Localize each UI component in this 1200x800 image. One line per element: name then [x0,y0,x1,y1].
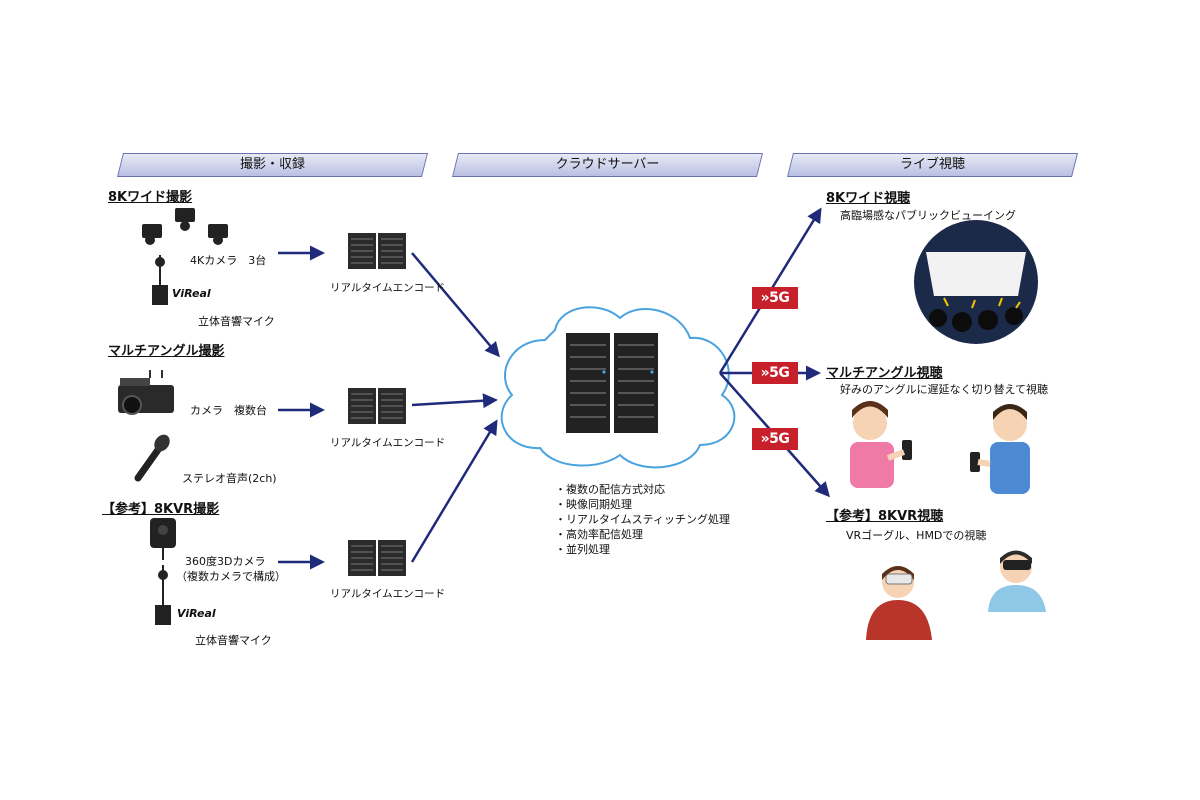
broadcast-camera-icon [118,370,174,415]
heading-8kvr-viewing: 【参考】8KVR視聴 [826,509,944,524]
spatial-mic-icon [155,565,171,625]
encoder-label: リアルタイムエンコード [330,588,446,600]
distribution-arrows [718,207,830,498]
camera-360-icon [150,518,176,560]
label-360-camera: 360度3Dカメラ [185,555,266,568]
mic-brand-logo: ViReal [177,607,216,620]
section-banner-capture: 撮影・収録 [117,153,428,177]
heading-multi-angle-viewing: マルチアングル視聴 [826,366,943,381]
cloud-feature-list: ・複数の配信方式対応 ・映像同期処理 ・リアルタイムスティッチング処理 ・高効率… [555,482,730,557]
man-smartphone-illustration [970,404,1030,494]
cloud-feature-item: ・リアルタイムスティッチング処理 [555,513,731,526]
cloud-feature-item: ・複数の配信方式対応 [555,483,665,496]
woman-vr-illustration [866,566,932,640]
label-cameras-multi: カメラ 複数台 [190,404,267,417]
section-banner-live: ライブ視聴 [787,153,1078,177]
encoder-label: リアルタイムエンコード [330,437,446,449]
cloud-feature-item: ・映像同期処理 [555,498,632,511]
encoder-arrows [410,252,500,563]
heading-multi-angle-capture: マルチアングル撮影 [108,344,225,359]
section-banner-cloud: クラウドサーバー [452,153,763,177]
encoder-label: リアルタイムエンコード [330,282,446,294]
desc-public-viewing: 高臨場感なパブリックビューイング [840,209,1016,222]
label-spatial-mic: 立体音響マイク [198,315,275,328]
handheld-mic-icon [134,434,170,482]
cloud-server-icon [566,333,658,433]
badge-5g: »5G [752,362,798,384]
encoder-icon [347,232,407,270]
label-360-camera-note: （複数カメラで構成） [176,570,286,583]
desc-multi-angle: 好みのアングルに遅延なく切り替えて視聴 [840,383,1049,396]
man-hmd-illustration [988,550,1046,612]
label-spatial-mic: 立体音響マイク [195,634,272,647]
cloud-feature-item: ・高効率配信処理 [555,528,643,541]
encoder-icon [347,387,407,425]
camera-4k-icon [142,208,228,245]
woman-smartphone-illustration [850,401,912,488]
badge-5g: »5G [752,287,798,309]
label-4k-cameras: 4Kカメラ 3台 [190,254,267,267]
capture-arrows [278,245,325,570]
public-viewing-illustration [914,220,1038,344]
encoder-icon [347,539,407,577]
heading-8kvr-capture: 【参考】8KVR撮影 [102,502,220,517]
desc-vr-viewing: VRゴーグル、HMDでの視聴 [846,529,987,542]
badge-5g: »5G [752,428,798,450]
spatial-mic-icon [152,255,168,305]
heading-8k-wide-viewing: 8Kワイド視聴 [826,191,911,206]
mic-brand-logo: ViReal [172,287,211,300]
label-stereo-audio: ステレオ音声(2ch) [182,472,277,485]
cloud-feature-item: ・並列処理 [555,543,610,556]
heading-8k-wide-capture: 8Kワイド撮影 [108,190,193,205]
